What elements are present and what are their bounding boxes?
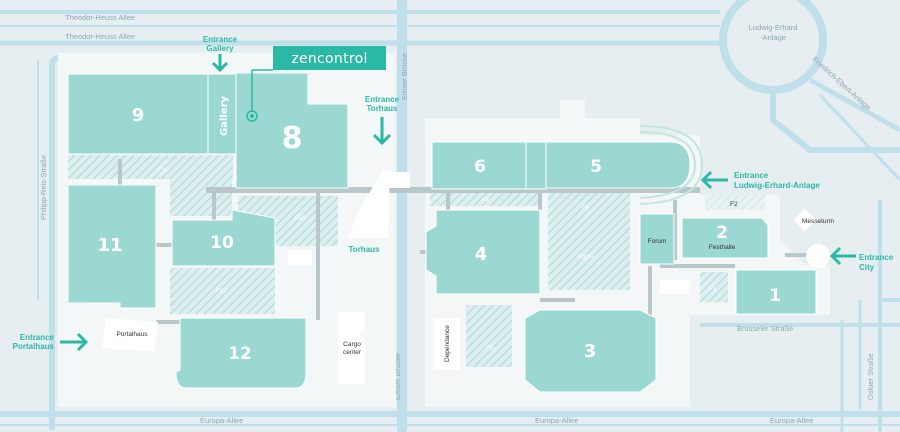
street-philipp-reis: Philipp-Reis-Straße — [39, 155, 48, 220]
hall-number-9: 9 — [132, 105, 145, 126]
hall-number-10: 10 — [210, 233, 234, 253]
entrance-portalhaus[interactable]: Entrance Portalhaus — [13, 332, 89, 352]
hall-9[interactable] — [67, 73, 209, 155]
messeturm: Messeturm — [793, 208, 834, 232]
entrance-gallery[interactable]: Entrance Gallery — [203, 35, 238, 73]
torhaus-building — [348, 170, 390, 238]
street-europa-allee-3: Europa-Allee — [770, 416, 813, 425]
area-label-f1: F1 — [709, 287, 717, 293]
street-europa-allee-2: Europa-Allee — [535, 416, 578, 425]
logo-text: zencontrol — [291, 51, 367, 67]
entrance-torhaus[interactable]: Entrance Torhaus — [365, 95, 400, 146]
hall-number-12: 12 — [228, 344, 252, 364]
hall-10[interactable] — [171, 209, 276, 267]
area-label-f3: F3 — [486, 346, 494, 352]
dependance-label: Dependance — [444, 325, 451, 362]
entrance-ludwig-erhard[interactable]: Entrance Ludwig-Erhard-Anlage — [700, 170, 820, 190]
walkways — [118, 159, 815, 324]
entrance-portalhaus-arrow-icon — [60, 332, 89, 352]
area-label-agora: Agora — [578, 254, 595, 260]
zencontrol-logo: zencontrol — [246, 46, 386, 122]
halls — [67, 72, 817, 393]
entrance-gallery-arrow-icon — [211, 54, 229, 73]
hall-4[interactable] — [425, 209, 541, 295]
cargo-center-label-2: center — [343, 349, 362, 356]
entrance-portalhaus-line2: Portalhaus — [13, 342, 55, 351]
hall-numbers: 9 8 11 10 12 6 5 4 3 2 1 — [97, 105, 780, 364]
area-label-f2: F2 — [730, 201, 738, 208]
area-label-f12: F12 — [216, 289, 227, 295]
hall-2-festhalle[interactable] — [681, 217, 769, 259]
street-theodor-heuss-2: Theodor-Heuss Allee — [65, 32, 135, 41]
hall-number-8: 8 — [282, 121, 303, 156]
building-labels: Gallery Forum Festhalle Portalhaus Cargo… — [116, 95, 735, 362]
hall-11[interactable] — [67, 184, 157, 309]
street-osloer: Osloer Straße — [866, 353, 875, 400]
city-entrance-plaza — [806, 244, 830, 268]
connector-6-5[interactable] — [525, 141, 547, 190]
hall-number-3: 3 — [584, 341, 597, 362]
gallery-label: Gallery — [219, 95, 230, 136]
entrance-gallery-line1: Entrance — [203, 35, 238, 44]
street-europa-allee-1: Europa-Allee — [200, 416, 243, 425]
hall-number-1: 1 — [769, 286, 781, 306]
entrance-torhaus-line1: Entrance — [365, 95, 400, 104]
area-label-f11: F11 — [158, 168, 169, 174]
hall-6[interactable] — [431, 141, 527, 190]
street-ludwig-erhard-2: -Anlage — [760, 33, 786, 42]
entrance-ludwig-line2: Ludwig-Erhard-Anlage — [734, 181, 820, 190]
gallery-building[interactable] — [207, 73, 237, 155]
entrance-city-arrow-icon — [829, 246, 856, 266]
hall-1[interactable] — [735, 269, 817, 315]
street-ludwig-erhard-1: Ludwig-Erhard — [749, 23, 798, 32]
hall-12[interactable] — [175, 317, 307, 389]
service-buildings — [102, 172, 690, 384]
hall-5[interactable] — [545, 141, 691, 189]
entrance-ludwig-arrow-icon — [700, 170, 728, 190]
torhaus-label: Torhaus — [349, 245, 381, 254]
area-label-f5: F5 — [582, 206, 590, 212]
hall-number-5: 5 — [590, 157, 602, 177]
entrance-portalhaus-line1: Entrance — [20, 333, 55, 342]
hall-number-11: 11 — [97, 235, 122, 256]
area-label-f10: F10 — [295, 216, 306, 222]
hall-8[interactable] — [235, 72, 349, 189]
entrance-city-line1: Entrance — [859, 253, 894, 262]
portalhaus-label: Portalhaus — [116, 331, 148, 338]
forum-building[interactable] — [639, 213, 675, 265]
street-theodor-heuss-1: Theodor-Heuss Allee — [65, 13, 135, 22]
entrance-city[interactable]: Entrance City — [829, 246, 894, 272]
street-emser-bruecke-bottom: Emser Brücke — [393, 353, 402, 400]
hall-number-2: 2 — [716, 223, 728, 243]
entrance-torhaus-arrow-icon — [372, 117, 392, 146]
hall-number-6: 6 — [474, 157, 486, 177]
forum-label: Forum — [648, 238, 667, 245]
cargo-center-label-1: Cargo — [343, 341, 361, 348]
entrance-torhaus-line2: Torhaus — [367, 104, 399, 113]
festhalle-label: Festhalle — [709, 244, 736, 251]
street-emser-bruecke-top: Emser Brücke — [400, 53, 409, 100]
hall-number-4: 4 — [475, 244, 488, 265]
entrance-ludwig-line1: Entrance — [734, 171, 769, 180]
entrance-city-line2: City — [859, 263, 875, 272]
entrance-gallery-line2: Gallery — [206, 44, 234, 53]
hatched-areas: F11 F10 F12 F4 F5 Agora F3 F1 F2 — [68, 155, 765, 367]
hall-3[interactable] — [524, 309, 657, 393]
area-label-f4: F4 — [482, 198, 490, 204]
messeturm-label: Messeturm — [802, 218, 834, 225]
street-bruesseler: Brüsseler Straße — [737, 324, 793, 333]
